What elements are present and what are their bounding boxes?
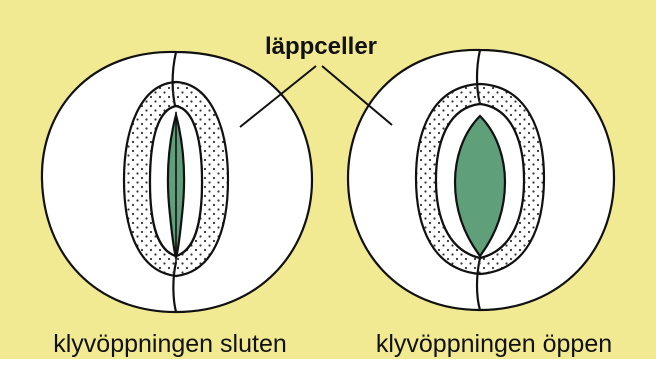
stoma-closed	[42, 52, 312, 312]
stoma-open	[348, 50, 614, 310]
guard-cells-label: läppceller	[265, 33, 377, 60]
caption-closed: klyvöppningen sluten	[53, 330, 287, 358]
bottom-margin	[0, 359, 656, 369]
caption-open: klyvöppningen öppen	[376, 330, 612, 358]
